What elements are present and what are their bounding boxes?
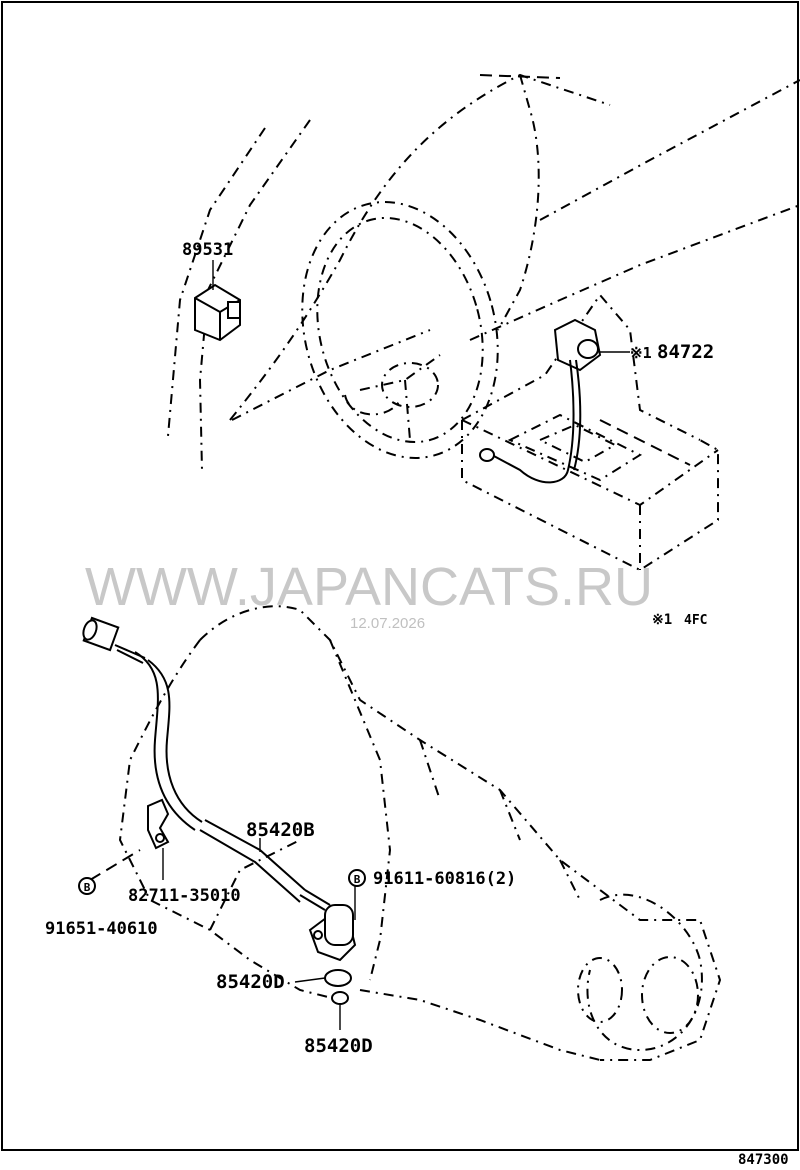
switch-84722	[479, 318, 630, 484]
label-84722-mark: ※1	[630, 344, 652, 362]
label-85420B: 85420B	[246, 819, 315, 841]
module-89531	[194, 260, 241, 342]
label-note-mark: ※1	[652, 612, 672, 628]
watermark-date: 12.07.2026	[350, 615, 425, 632]
label-91611: 91611-60816(2)	[373, 869, 516, 889]
bolt-marker-left: B	[78, 877, 96, 895]
label-89531: 89531	[182, 240, 233, 260]
bracket-82711	[89, 798, 170, 881]
diagram-number: 847300	[738, 1152, 789, 1168]
transmission-outline	[118, 605, 722, 1061]
label-85420D-upper: 85420D	[216, 971, 285, 993]
watermark-site: WWW.JAPANCATS.RU	[85, 557, 653, 617]
center-console	[461, 293, 719, 572]
svg-text:B: B	[354, 873, 361, 886]
cable-85420B	[82, 616, 331, 911]
label-82711: 82711-35010	[128, 886, 241, 906]
label-85420D-lower: 85420D	[304, 1035, 373, 1057]
cabin-outline	[167, 73, 800, 471]
label-84722: 84722	[657, 341, 714, 363]
bolt-marker-right: B	[348, 869, 366, 887]
svg-text:B: B	[84, 881, 91, 894]
label-note-code: 4FC	[684, 613, 707, 628]
label-91651: 91651-40610	[45, 919, 158, 939]
